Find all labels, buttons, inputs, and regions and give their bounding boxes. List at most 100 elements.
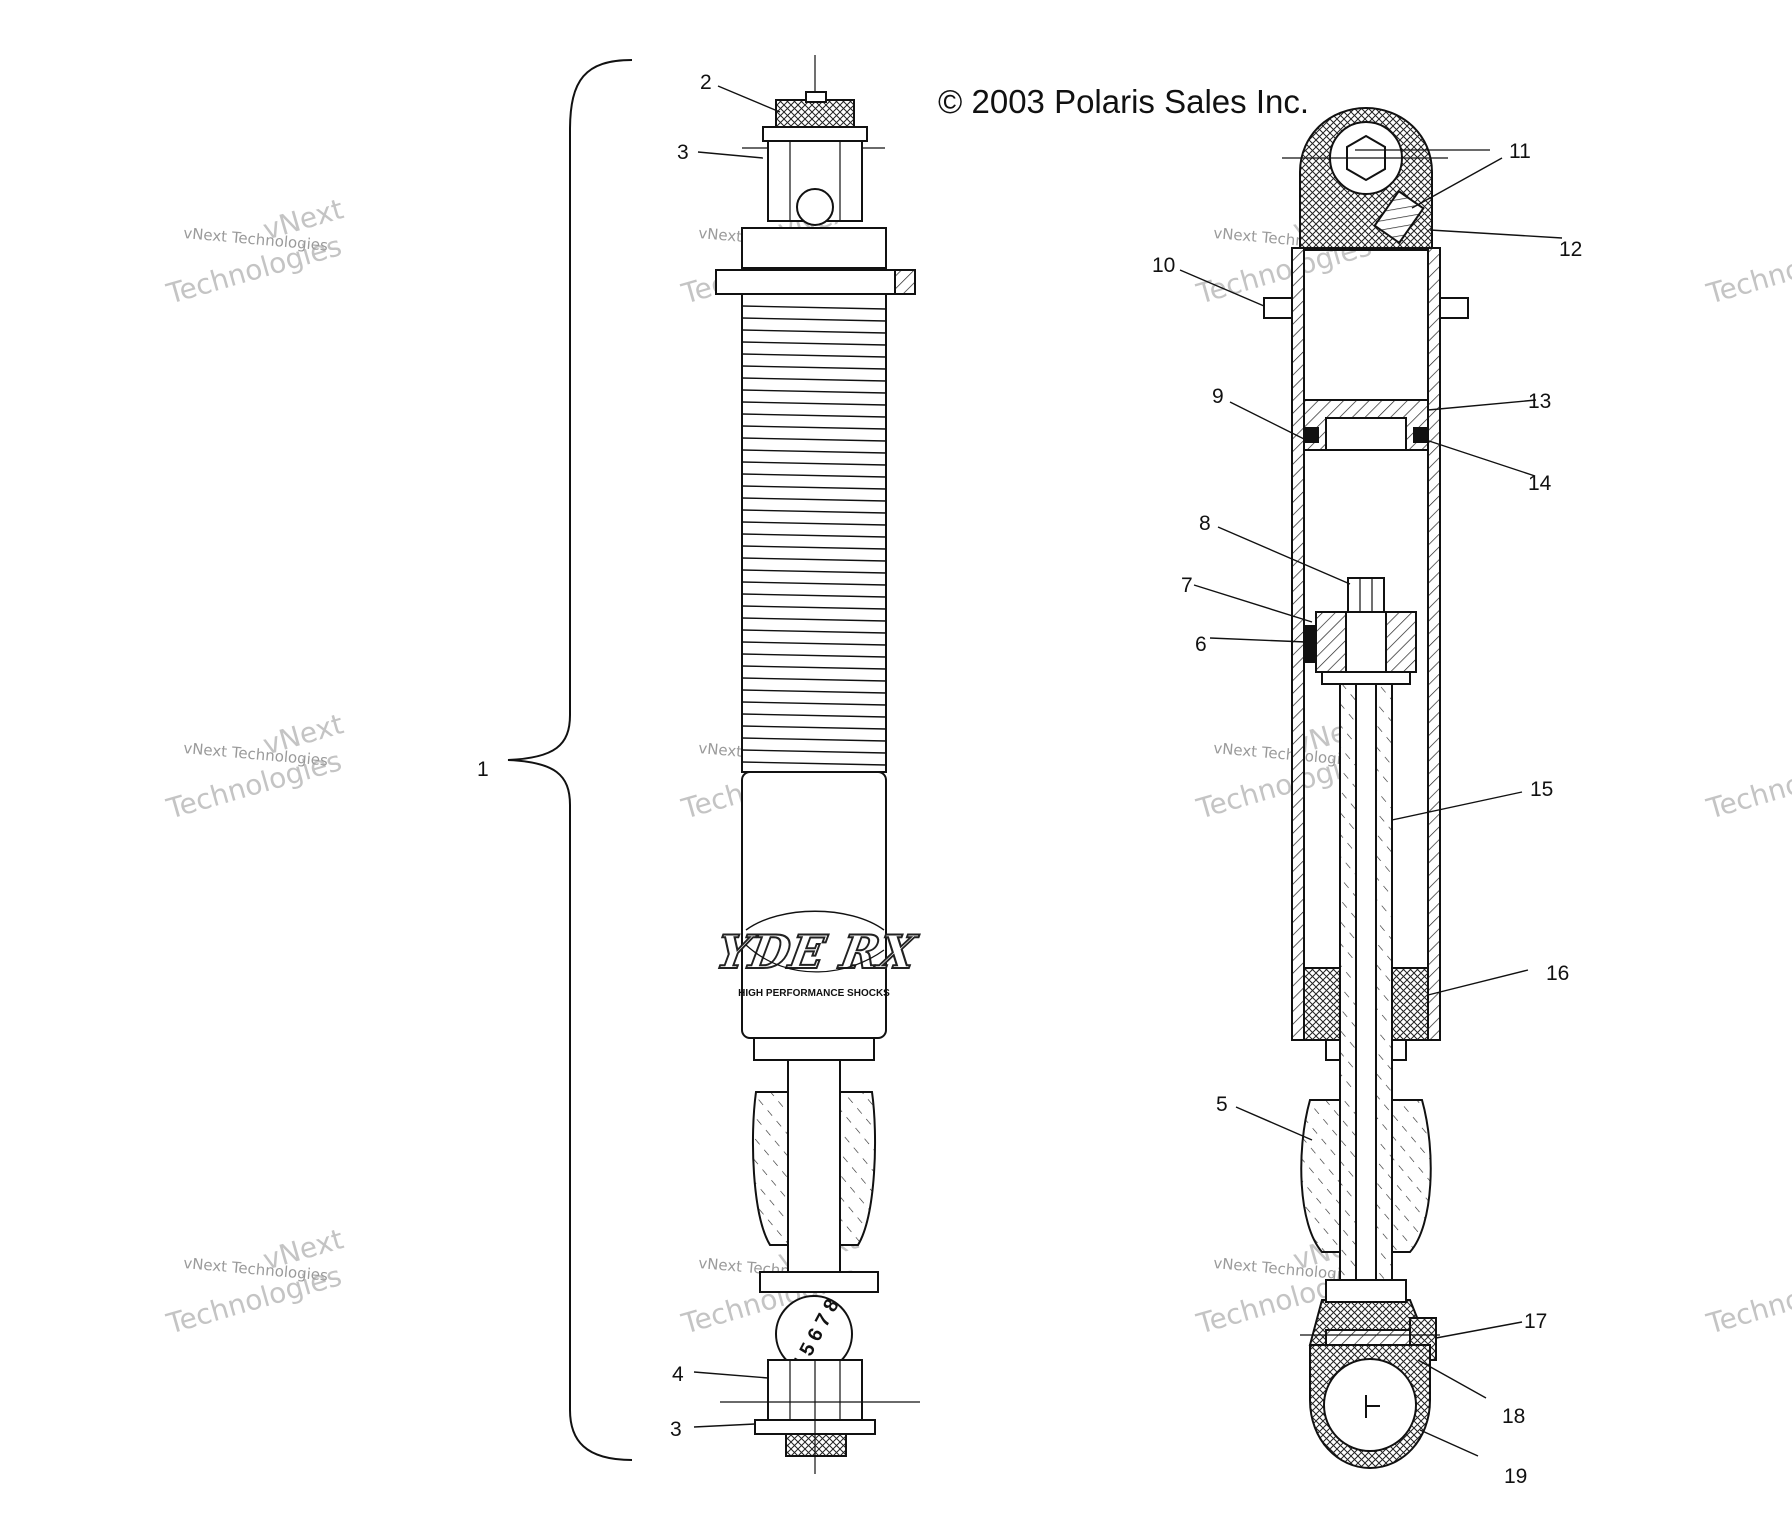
- watermark: vNext Technologies: [1702, 1259, 1792, 1341]
- shock-exterior-view: YDE RX HIGH PERFORMANCE SHOCKS 4 5 6 7 8: [712, 55, 923, 1474]
- callout-1: 1: [477, 758, 489, 781]
- thread-line: [741, 317, 887, 322]
- piston-band: [1303, 625, 1317, 663]
- shim-stack: [1321, 671, 1411, 685]
- watermark-line2: Technologies: [1702, 744, 1792, 826]
- thread-line: [741, 341, 887, 346]
- thread-line: [741, 377, 887, 382]
- piston-nut: [1347, 577, 1385, 613]
- thread-line: [741, 509, 887, 514]
- shock-brand-logo: YDE RX: [713, 924, 922, 979]
- schrader-valve: [1373, 189, 1425, 245]
- callout-9: 9: [1212, 385, 1224, 408]
- top-eye-rivet: [796, 188, 834, 226]
- callout-19: 19: [1504, 1465, 1527, 1488]
- callout-5: 5: [1216, 1093, 1228, 1116]
- thread-line: [741, 725, 887, 730]
- body-bottom-seal: [753, 1037, 875, 1061]
- spring-adjuster-ring: [715, 269, 913, 295]
- thread-line: [741, 749, 887, 754]
- thread-line: [741, 701, 887, 706]
- collar-lug-left: [1263, 297, 1293, 319]
- thread-line: [741, 641, 887, 646]
- top-bushing: [775, 99, 855, 129]
- thread-line: [741, 617, 887, 622]
- thread-line: [741, 605, 887, 610]
- thread-line: [741, 737, 887, 742]
- callout-16: 16: [1546, 962, 1569, 985]
- seal-head-right: [1391, 967, 1429, 1041]
- thread-line: [741, 569, 887, 574]
- thread-line: [741, 689, 887, 694]
- callout-6: 6: [1195, 633, 1207, 656]
- bumper-cutaway-left: [1300, 1099, 1341, 1253]
- cylinder-wall-right: [1427, 247, 1441, 1041]
- piston-rod-bore: [1355, 683, 1377, 1303]
- copyright-notice: © 2003 Polaris Sales Inc.: [938, 83, 1309, 120]
- collar-lug-right: [1439, 297, 1469, 319]
- callout-17: 17: [1524, 1310, 1547, 1333]
- thread-line: [741, 761, 887, 766]
- callout-8: 8: [1199, 512, 1211, 535]
- bottom-bushing: [785, 1433, 847, 1457]
- floating-piston-oring-left: [1303, 427, 1319, 443]
- thread-line: [741, 629, 887, 634]
- callout-4: 4: [672, 1363, 684, 1386]
- floating-piston-oring-right: [1413, 427, 1429, 443]
- thread-line: [741, 365, 887, 370]
- thread-line: [741, 401, 887, 406]
- callout-7: 7: [1181, 574, 1193, 597]
- callout-3-top: 3: [677, 141, 689, 164]
- bumper-right-half: [839, 1091, 877, 1246]
- watermark-line2: Technologies: [1702, 229, 1792, 311]
- spring-adjuster-lug: [894, 269, 916, 295]
- main-piston-bore: [1345, 611, 1387, 673]
- watermarks: vNext Technologies vNext Technologies vN…: [162, 192, 1792, 1341]
- body-threads: [741, 305, 887, 766]
- thread-line: [741, 545, 887, 550]
- thread-line: [741, 485, 887, 490]
- lower-eye-cap: [1325, 1279, 1407, 1303]
- watermark-line2: Technologies: [1702, 1259, 1792, 1341]
- thread-line: [741, 677, 887, 682]
- thread-line: [741, 425, 887, 430]
- thread-line: [741, 593, 887, 598]
- callout-2: 2: [700, 71, 712, 94]
- thread-line: [741, 473, 887, 478]
- body-top-cap: [741, 227, 887, 269]
- thread-line: [741, 497, 887, 502]
- thread-line: [741, 449, 887, 454]
- bumper-cutaway-right: [1391, 1099, 1432, 1253]
- seal-cap-right: [1391, 1039, 1407, 1061]
- callout-3-bottom: 3: [670, 1418, 682, 1441]
- thread-line: [741, 557, 887, 562]
- shock-cutaway-view: [1263, 106, 1469, 1470]
- thread-line: [741, 581, 887, 586]
- seal-head-left: [1303, 967, 1341, 1041]
- thread-line: [741, 329, 887, 334]
- thread-line: [741, 413, 887, 418]
- threaded-body: [741, 293, 887, 773]
- thread-line: [741, 353, 887, 358]
- cylinder-wall-left: [1291, 247, 1305, 1041]
- thread-line: [741, 389, 887, 394]
- thread-line: [741, 305, 887, 310]
- thread-line: [741, 713, 887, 718]
- thread-line: [741, 461, 887, 466]
- logo-swoosh: [745, 910, 885, 931]
- callout-11: 11: [1509, 140, 1531, 163]
- callout-10: 10: [1152, 254, 1175, 277]
- top-bushing-inner: [805, 91, 827, 103]
- thread-line: [741, 521, 887, 526]
- bumper-left-half: [751, 1091, 789, 1246]
- watermark: vNext Technologies: [1702, 744, 1792, 826]
- top-washer: [762, 126, 868, 142]
- callout-18: 18: [1502, 1405, 1525, 1428]
- callout-15: 15: [1530, 778, 1553, 801]
- assembly-brace: [507, 59, 633, 1461]
- callout-13: 13: [1528, 390, 1551, 413]
- thread-line: [741, 665, 887, 670]
- lower-eye-mark: [1365, 1395, 1380, 1418]
- bottom-collar: [759, 1271, 879, 1293]
